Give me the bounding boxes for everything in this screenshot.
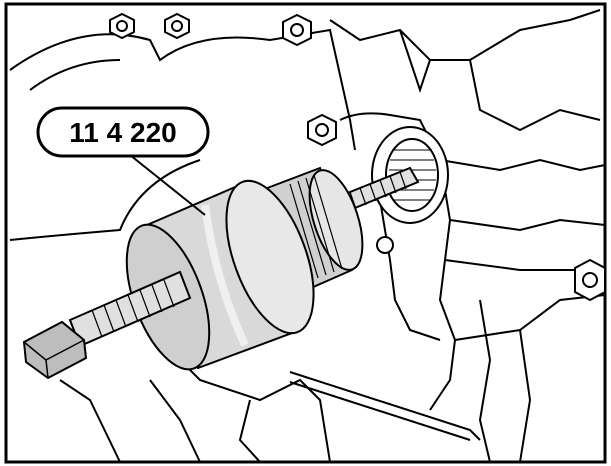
tool-rod	[22, 270, 192, 380]
hex-nut-icon	[164, 12, 190, 40]
hex-bolt-icon	[282, 13, 312, 47]
tool-body	[125, 166, 364, 371]
callout-leader	[129, 154, 206, 216]
hex-nut-icon	[109, 12, 135, 40]
part-number-label: 11 4 220	[69, 117, 176, 148]
part-number-callout: 11 4 220	[36, 106, 210, 158]
hex-bolt-icon	[574, 258, 606, 302]
hex-bolt-icon	[307, 113, 337, 147]
hex-bolt-icon	[376, 236, 394, 254]
